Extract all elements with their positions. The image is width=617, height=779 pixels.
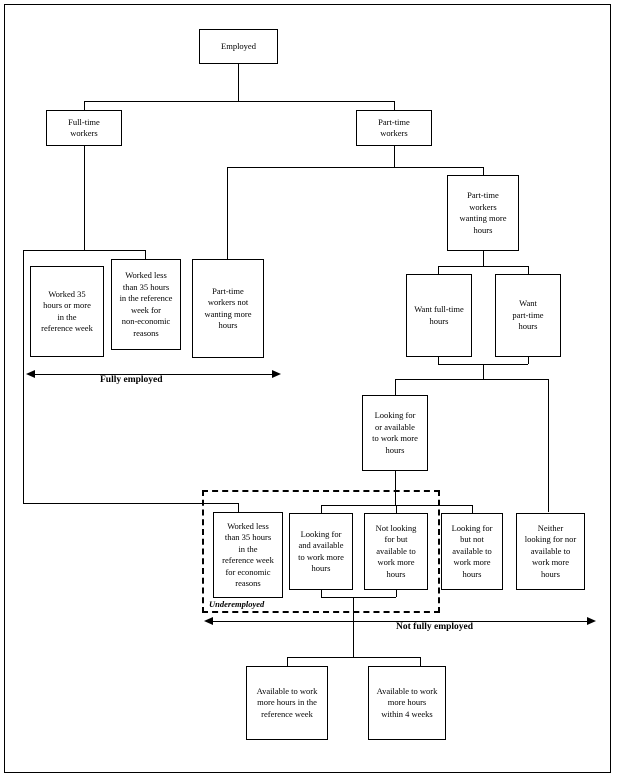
fully-employed-arrow-line xyxy=(34,374,274,375)
connector-to-not-looking-but-available xyxy=(396,505,397,513)
connector-to-want-parttime xyxy=(528,266,529,274)
not-fully-employed-arrowhead-right xyxy=(587,617,596,625)
connector-employed-down xyxy=(238,64,239,101)
connector-merge-right-leg xyxy=(396,590,397,597)
connector-parttime-distributor xyxy=(227,167,484,168)
connector-final-distributor xyxy=(287,657,420,658)
connector-merge-left-leg xyxy=(321,590,322,597)
connector-want-parttime-merge xyxy=(528,357,529,364)
connector-lower-distributor xyxy=(395,379,548,380)
connector-want-merge-down xyxy=(483,364,484,379)
connector-to-neither xyxy=(548,379,549,512)
not-fully-employed-caption: Not fully employed xyxy=(396,622,474,632)
connector-wanting-distributor xyxy=(438,266,528,267)
connector-wanting-down xyxy=(483,251,484,266)
connector-to-not-wanting xyxy=(227,167,228,259)
connector-to-want-fulltime xyxy=(438,266,439,274)
connector-to-looking-but-not-available xyxy=(472,505,473,513)
connector-to-full-time xyxy=(84,101,85,110)
connector-fulltime-down xyxy=(84,145,85,250)
connector-employed-split xyxy=(84,101,395,102)
node-employed[interactable]: Employed xyxy=(199,29,278,64)
fully-employed-caption: Fully employed xyxy=(100,375,163,385)
connector-fulltime-leg-right xyxy=(145,250,146,266)
fully-employed-arrowhead-right xyxy=(272,370,281,378)
connector-merge-bar xyxy=(321,597,396,598)
page-border xyxy=(4,4,611,773)
underemployed-caption: Underemployed xyxy=(209,599,265,609)
connector-looking-down xyxy=(395,471,396,505)
connector-fulltime-long-down xyxy=(23,250,24,503)
connector-economic-reasons-drop xyxy=(238,503,239,512)
not-fully-employed-arrowhead-left xyxy=(204,617,213,625)
connector-to-wanting-more xyxy=(483,167,484,175)
connector-fulltime-distributor xyxy=(23,250,146,251)
connector-parttime-down xyxy=(394,145,395,167)
fully-employed-arrowhead-left xyxy=(26,370,35,378)
connector-to-looking-and-available xyxy=(321,505,322,513)
node-employed-label: Employed xyxy=(221,40,256,51)
connector-to-part-time xyxy=(394,101,395,110)
connector-to-economic-reasons xyxy=(23,503,238,504)
connector-want-fulltime-merge xyxy=(438,357,439,364)
connector-to-available-4-weeks xyxy=(420,657,421,666)
underemployed-dashed-region xyxy=(202,490,440,613)
connector-to-looking-or-available xyxy=(395,379,396,395)
connector-to-available-reference-week xyxy=(287,657,288,666)
connector-merge-down xyxy=(353,597,354,657)
not-fully-employed-arrow-line xyxy=(212,621,589,622)
